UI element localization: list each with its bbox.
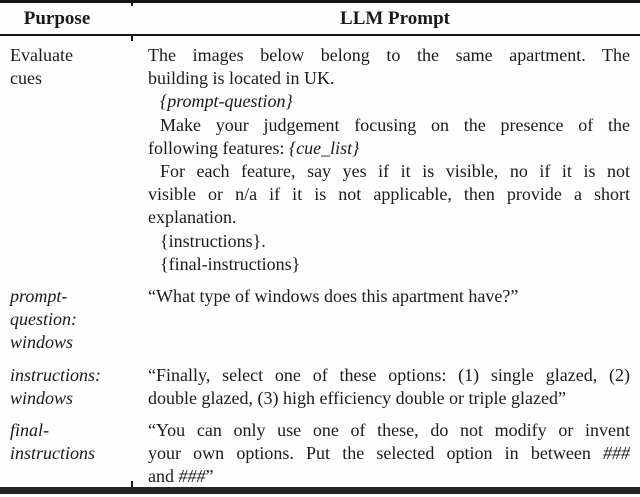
table-row: final-instructions“You can only use one … (10, 419, 630, 489)
column-divider-tick (131, 481, 133, 487)
prompt-cell: “Finally, select one of these options: (… (148, 364, 630, 410)
purpose-line: cues (10, 68, 42, 89)
prompt-line: {prompt-question} (148, 90, 630, 113)
template-variable: {cue_list} (288, 137, 360, 158)
prompt-text: double glazed, (3) high efficiency doubl… (148, 387, 566, 408)
table-body: Evaluate cues The images below belong to t… (0, 36, 640, 489)
prompt-line: For each feature, say yes if it is visib… (148, 160, 630, 183)
prompt-line: “Finally, select one of these options: (… (148, 364, 630, 387)
table-row: prompt-question:windows“What type of win… (10, 285, 630, 355)
purpose-cell: prompt-question:windows (10, 285, 148, 355)
prompt-text: “You can only use one of these, do not m… (148, 420, 630, 441)
header-llm-prompt: LLM Prompt (340, 7, 450, 29)
purpose-line: prompt- (10, 286, 68, 307)
table-row: instructions:windows“Finally, select one… (10, 364, 630, 410)
prompt-line: Make your judgement focusing on the pres… (148, 114, 630, 137)
table-header-rule (0, 34, 640, 36)
table-row: Evaluate cues The images below belong to t… (10, 44, 630, 276)
purpose-line: instructions (10, 443, 96, 464)
prompt-text: Make your judgement focusing on the pres… (160, 114, 630, 135)
prompt-cell: The images below belong to the same apar… (148, 44, 630, 276)
purpose-line: final- (10, 420, 49, 441)
prompt-cell: “What type of windows does this apartmen… (148, 285, 630, 308)
prompt-line: explanation. (148, 206, 630, 229)
prompt-text: “Finally, select one of these options: (… (148, 364, 630, 385)
prompt-text: The images below belong to the same apar… (148, 45, 630, 65)
purpose-cell: Evaluate cues (10, 44, 148, 90)
prompt-line: your own options. Put the selected optio… (148, 442, 630, 465)
prompt-line: and ###” (148, 465, 630, 488)
template-variable: ### (603, 443, 630, 464)
table-bottom-rule (0, 487, 640, 494)
prompt-line: “What type of windows does this apartmen… (148, 285, 630, 308)
prompt-line: “You can only use one of these, do not m… (148, 419, 630, 442)
prompt-line: {final-instructions} (148, 253, 630, 276)
prompt-text: “What type of windows does this apartmen… (148, 286, 519, 307)
prompt-text: {instructions}. (160, 230, 266, 251)
column-divider-tick (131, 0, 133, 6)
prompt-line: double glazed, (3) high efficiency doubl… (148, 387, 630, 410)
prompt-line: building is located in UK. (148, 67, 630, 90)
purpose-cell: final-instructions (10, 419, 148, 465)
column-divider-tick (131, 34, 133, 41)
prompt-line: The images below belong to the same apar… (148, 44, 630, 67)
prompt-text: For each feature, say yes if it is visib… (160, 161, 630, 182)
prompt-line: following features: {cue_list} (148, 137, 630, 160)
prompt-line: {instructions}. (148, 230, 630, 253)
template-variable: ### (178, 466, 206, 487)
prompt-text: building is located in UK. (148, 68, 335, 89)
purpose-line: Evaluate (10, 45, 73, 65)
prompt-text: ” (205, 466, 214, 487)
prompt-text: explanation. (148, 207, 237, 228)
header-purpose: Purpose (23, 7, 91, 29)
prompt-text: visible or n/a if it is not applicable, … (148, 184, 630, 205)
prompt-text: and (148, 466, 179, 487)
table-top-rule (0, 0, 640, 3)
prompt-text: {final-instructions} (160, 253, 301, 274)
prompt-text: following features: (148, 137, 289, 158)
table-header-row: Purpose LLM Prompt (0, 3, 640, 34)
prompt-cell: “You can only use one of these, do not m… (148, 419, 630, 489)
prompt-line: visible or n/a if it is not applicable, … (148, 183, 630, 206)
purpose-cell: instructions:windows (10, 364, 148, 410)
purpose-line: instructions: (10, 364, 102, 385)
purpose-line: windows (10, 387, 74, 408)
purpose-line: windows (10, 332, 74, 353)
purpose-line: question: (10, 309, 77, 330)
prompt-text: your own options. Put the selected optio… (148, 443, 603, 464)
template-variable: {prompt-question} (160, 91, 293, 112)
